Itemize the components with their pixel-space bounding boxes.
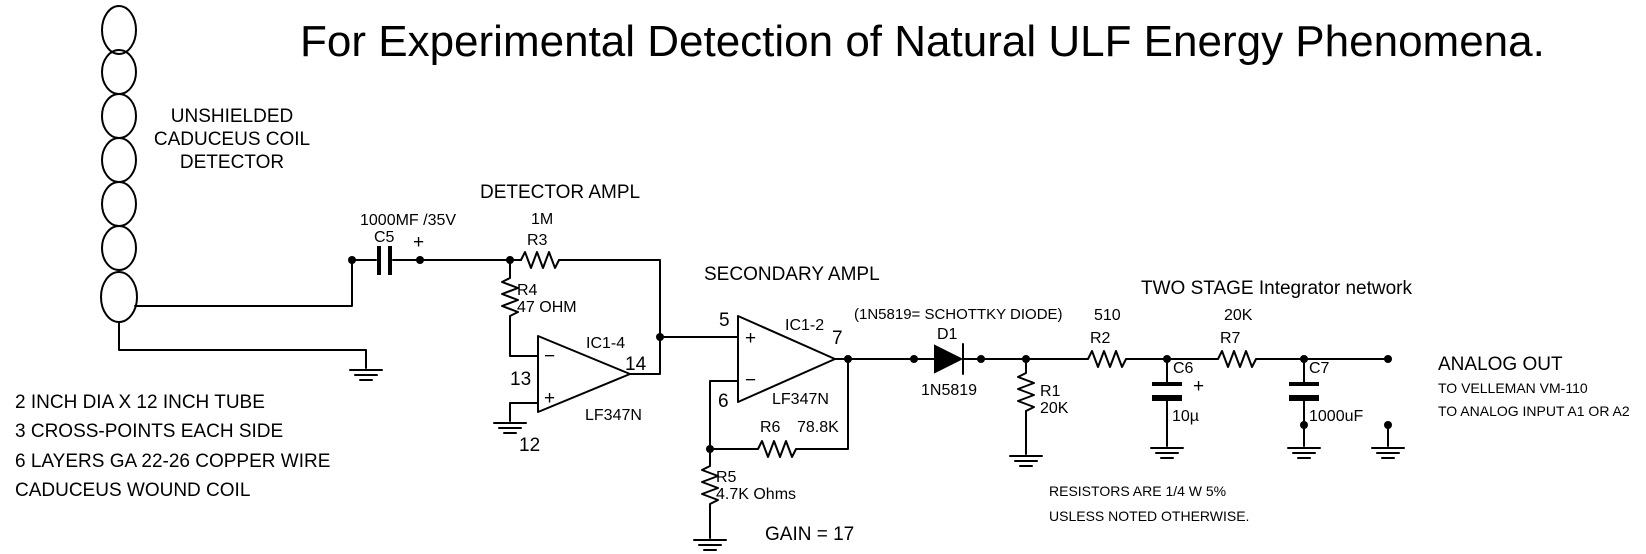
r3-value: 1M [531, 211, 553, 228]
junction-dot [1300, 421, 1308, 429]
output-line1: TO VELLEMAN VM-110 [1438, 380, 1588, 396]
c5-name: C5 [374, 229, 395, 246]
d1-part: 1N5819 [921, 382, 977, 399]
ic1-2-pin-out: 7 [832, 328, 843, 349]
coil-spec-line1: 2 INCH DIA X 12 INCH TUBE [15, 392, 265, 413]
integrator-title: TWO STAGE Integrator network [1141, 278, 1413, 299]
c5-value: 1000MF /35V [360, 212, 456, 229]
r7-value: 20K [1224, 307, 1253, 324]
r1-value: 20K [1040, 400, 1069, 417]
secondary-amp-title: SECONDARY AMPL [704, 264, 880, 285]
ic1-2-name: IC1-2 [785, 317, 824, 334]
r4-name: R4 [517, 282, 538, 299]
ic1-2-part: LF347N [772, 391, 829, 408]
notes-line1: RESISTORS ARE 1/4 W 5% [1049, 483, 1226, 499]
r5-name: R5 [716, 469, 737, 486]
coil-label-line2: CADUCEUS COIL [154, 129, 310, 150]
ground-symbol [1287, 447, 1321, 459]
r4-value: 47 OHM [517, 299, 577, 316]
resistor-r3 [509, 251, 661, 338]
output-terminal [1384, 355, 1392, 363]
ic1-2-pin-noninv: 5 [719, 310, 730, 331]
ic1-2-plus: + [745, 328, 756, 349]
ic1-4-part: LF347N [585, 407, 642, 424]
capacitor-c5 [377, 246, 392, 275]
resistor-r1 [1017, 358, 1035, 455]
ground-symbol [493, 422, 527, 434]
ic1-4-output-wire [629, 336, 661, 375]
resistor-r4 [501, 259, 539, 357]
c7-name: C7 [1309, 360, 1330, 377]
coil-spec-line2: 3 CROSS-POINTS EACH SIDE [15, 421, 283, 442]
ic1-2-pin-inv: 6 [718, 391, 729, 412]
r6-value: 78.8K [797, 419, 839, 436]
r6-name: R6 [760, 419, 781, 436]
r5-value: 4.7K Ohms [716, 486, 796, 503]
ic1-2-minus: − [745, 370, 756, 391]
ground-symbol [1371, 447, 1405, 459]
diode-d1 [934, 343, 964, 375]
ic1-4-pin-out: 14 [625, 354, 647, 375]
coil-label-line3: DETECTOR [180, 152, 284, 173]
r2-value: 510 [1094, 307, 1121, 324]
coil-signal-wire [134, 259, 353, 307]
ground-symbol [1150, 447, 1184, 459]
resistor-r5 [701, 448, 719, 539]
coil-spec-line3: 6 LAYERS GA 22-26 COPPER WIRE [15, 451, 330, 472]
d1-name: D1 [937, 326, 958, 343]
output-line2: TO ANALOG INPUT A1 OR A2 [1438, 403, 1630, 419]
ground-symbol [1009, 455, 1043, 467]
r7-name: R7 [1220, 330, 1241, 347]
output-label: ANALOG OUT [1438, 354, 1563, 375]
resistor-r6 [709, 358, 849, 458]
coil-specs: 2 INCH DIA X 12 INCH TUBE 3 CROSS-POINTS… [15, 392, 330, 501]
diode-note: (1N5819= SCHOTTKY DIODE) [854, 306, 1063, 323]
ic1-4-minus: − [544, 346, 555, 367]
opamp-ic1-2 [737, 315, 836, 403]
ground-symbol [693, 539, 727, 551]
ic1-4-pin-inv: 13 [510, 369, 531, 390]
coil-label: UNSHIELDED CADUCEUS COIL DETECTOR [154, 106, 310, 173]
notes-line2: USLESS NOTED OTHERWISE. [1049, 508, 1249, 524]
c7-value: 1000uF [1309, 408, 1363, 425]
c5-polarity: + [413, 232, 424, 253]
resistor-r2 [1025, 350, 1168, 368]
ic1-4-plus: + [544, 388, 555, 409]
c6-polarity: + [1193, 376, 1204, 397]
ic1-2-inv-wire [709, 380, 739, 450]
ic1-4-pin-noninv: 12 [519, 435, 540, 456]
r3-name: R3 [527, 232, 548, 249]
r2-name: R2 [1090, 330, 1111, 347]
coil-label-line1: UNSHIELDED [171, 106, 293, 127]
ground-symbol [349, 369, 383, 381]
coil-ground-wire [118, 321, 367, 369]
caduceus-coil [100, 5, 138, 323]
ic1-4-plus-ground-wire [509, 402, 539, 422]
capacitor-c7 [1289, 382, 1319, 401]
opamp-ic1-4 [537, 335, 631, 413]
c6-name: C6 [1173, 360, 1194, 377]
diagram-title: For Experimental Detection of Natural UL… [300, 17, 1545, 66]
resistor-r7 [1166, 350, 1306, 368]
ic1-4-name: IC1-4 [586, 335, 625, 352]
coil-spec-line4: CADUCEUS WOUND COIL [15, 480, 250, 501]
c6-value: 10µ [1172, 408, 1199, 425]
detector-amp-title: DETECTOR AMPL [480, 182, 640, 203]
r1-name: R1 [1040, 383, 1061, 400]
capacitor-c6 [1152, 382, 1182, 401]
junction-dot [844, 355, 852, 363]
gain-label: GAIN = 17 [765, 524, 854, 545]
